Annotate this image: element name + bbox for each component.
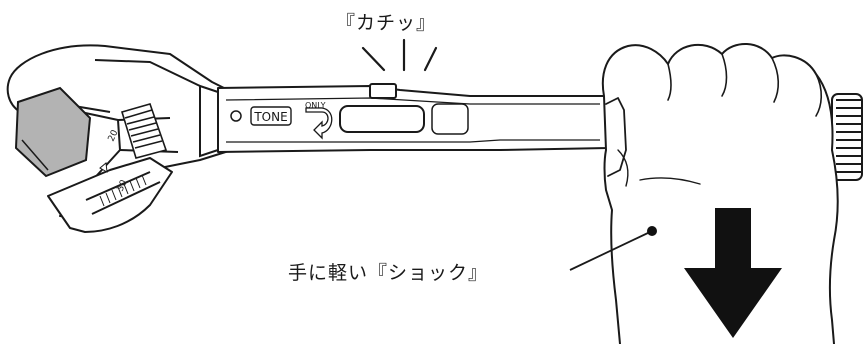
jaw-scale-ticks [99, 174, 147, 207]
leader-line [569, 231, 651, 271]
click-sound-lines [361, 38, 438, 72]
scale-number-20: 20 [107, 128, 121, 143]
direction-marking: ONLY [305, 101, 326, 110]
brand-label: TONE [253, 110, 287, 124]
window-inner-frame [431, 103, 469, 135]
brand-label-box [250, 106, 292, 126]
scale-window [339, 105, 425, 133]
neck-collar [199, 84, 219, 158]
worm-screw [120, 103, 168, 159]
curved-arrow-icon [305, 107, 333, 140]
adjustable-wrench-head [6, 44, 233, 233]
shock-caption: 手に軽い『ショック』 [288, 262, 489, 284]
grip-end-cap [831, 93, 863, 181]
scale-number-30: 30 [116, 178, 130, 193]
scale-pointer-triangle [99, 162, 108, 173]
handle-rivet [230, 110, 242, 122]
release-button [369, 83, 397, 99]
leader-dot [647, 226, 657, 236]
click-sound-label: 『カチッ』 [336, 12, 437, 34]
down-arrow-icon [684, 208, 782, 338]
nut-face-line [21, 139, 49, 171]
